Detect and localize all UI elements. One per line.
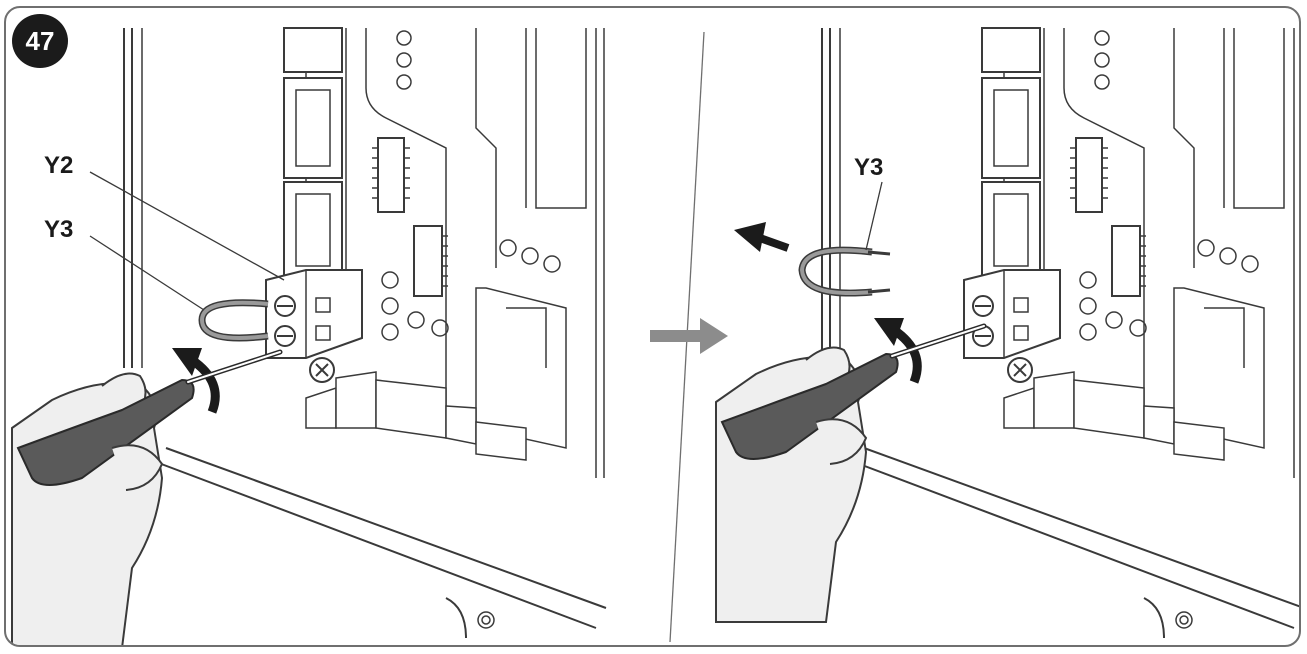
rotation-arrow-icon	[189, 356, 220, 414]
leader-line-y2	[89, 171, 285, 281]
illustration	[6, 27, 1299, 647]
step-number-badge: 47	[12, 14, 68, 68]
label-y3-left: Y3	[44, 216, 74, 243]
rotation-arrow-icon-right	[891, 326, 922, 384]
leader-line-y3	[89, 235, 205, 311]
left-panel	[12, 27, 607, 647]
label-y2-left: Y2	[44, 152, 74, 179]
leader-line-y3-right	[865, 181, 883, 251]
transition-arrow-icon	[650, 318, 728, 354]
figure-frame: 47 Y2 Y3 Y3	[4, 6, 1301, 647]
pull-out-arrow-icon	[734, 222, 790, 252]
label-y3-right: Y3	[854, 154, 884, 181]
right-panel	[716, 27, 1299, 639]
